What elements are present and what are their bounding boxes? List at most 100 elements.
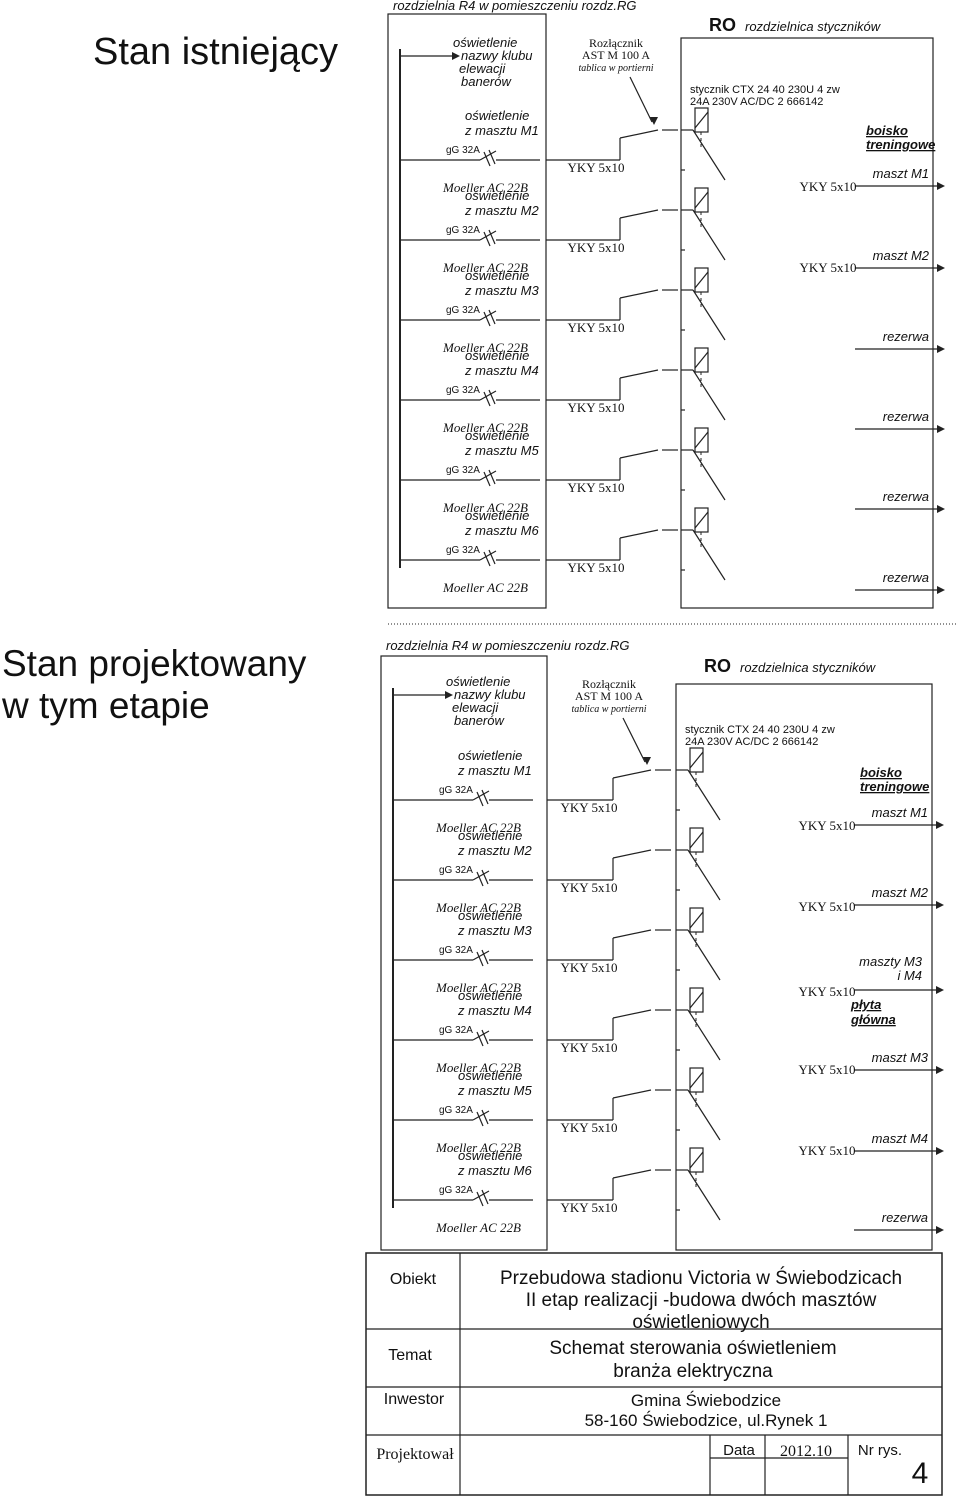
coil-slash	[694, 191, 709, 209]
output-cable-type: YKY 5x10	[799, 984, 856, 999]
obiekt-value: oświetleniowych	[632, 1312, 769, 1333]
cable-type: YKY 5x10	[568, 320, 625, 335]
output-target-label: maszt M3	[872, 1050, 929, 1065]
r4-header-label: elewacji	[459, 61, 506, 76]
disconnector-label: AST M 100 A	[575, 689, 643, 703]
arrow-head	[643, 757, 651, 765]
breaker-cross	[483, 391, 491, 407]
disconnector-arrow	[629, 76, 653, 123]
output-target-label: rezerwa	[883, 409, 929, 424]
fuse-rating: gG 32A	[446, 465, 480, 476]
contactor-contact	[687, 929, 721, 981]
r4-panel-box	[380, 655, 548, 1251]
breaker-contact	[479, 390, 497, 401]
output-target-label: maszt M1	[873, 166, 929, 181]
extra-label: płyta	[850, 997, 881, 1012]
cable-type: YKY 5x10	[561, 960, 618, 975]
breaker-model: Moeller AC 22B	[442, 260, 528, 275]
output-row: rezerwa	[855, 409, 945, 433]
circuit-label: oświetlenie	[458, 988, 522, 1003]
arrow-head	[650, 117, 658, 125]
breaker-cross	[481, 1109, 489, 1125]
r4-header-label: banerów	[454, 713, 505, 728]
output-cable-type: YKY 5x10	[799, 1143, 856, 1158]
output-target-label: maszty M3	[859, 954, 923, 969]
fuse-rating: gG 32A	[439, 785, 473, 796]
breaker-model: Moeller AC 22B	[435, 820, 521, 835]
arrow-head	[937, 264, 945, 272]
breaker-cross	[476, 871, 484, 887]
fuse-rating: gG 32A	[439, 1025, 473, 1036]
arrow-head	[936, 1147, 944, 1155]
output-target-label: rezerwa	[882, 1210, 928, 1225]
data-label: Data	[723, 1442, 755, 1459]
r4-panel-box	[387, 13, 547, 609]
contactor-contact	[687, 769, 721, 821]
output-row: rezerwa	[855, 570, 945, 594]
breaker-cross	[476, 1111, 484, 1127]
disconnector-label: tablica w portierni	[572, 704, 647, 715]
output-target-label: maszt M4	[872, 1131, 928, 1146]
circuit-label: oświetlenie	[458, 1068, 522, 1083]
breaker-cross	[483, 551, 491, 567]
fuse-rating: gG 32A	[439, 945, 473, 956]
contactor-contact	[687, 1169, 721, 1221]
circuit-label: oświetlenie	[465, 348, 529, 363]
breaker-cross	[476, 951, 484, 967]
breaker-cross	[488, 469, 496, 485]
r4-panel-title: rozdzielnia R4 w pomieszczeniu rozdz.RG	[393, 0, 636, 13]
cable-type: YKY 5x10	[561, 1200, 618, 1215]
state-title: w tym etapie	[1, 685, 210, 726]
switch-contact	[619, 129, 659, 139]
disconnector-label: AST M 100 A	[582, 48, 650, 62]
breaker-cross	[481, 1029, 489, 1045]
breaker-cross	[488, 389, 496, 405]
breaker-cross	[488, 309, 496, 325]
breaker-cross	[488, 549, 496, 565]
arrow-head	[937, 586, 945, 594]
circuit-label: z masztu M4	[464, 363, 539, 378]
breaker-contact	[479, 470, 497, 481]
switch-contact	[612, 929, 652, 939]
breaker-cross	[476, 1031, 484, 1047]
circuit-label: z masztu M6	[464, 523, 539, 538]
cable-type: YKY 5x10	[561, 880, 618, 895]
coil-slash	[689, 991, 704, 1009]
circuit-label: z masztu M1	[464, 123, 539, 138]
inwestor-value: Gmina Świebodzice	[631, 1391, 781, 1410]
ro-panel-subtitle: rozdzielnica styczników	[740, 660, 877, 675]
output-cable-type: YKY 5x10	[800, 260, 857, 275]
drawing-number-label: Nr rys.	[858, 1442, 902, 1459]
drawing-number-value: 4	[912, 1457, 929, 1490]
breaker-model: Moeller AC 22B	[435, 1140, 521, 1155]
output-cable-type: YKY 5x10	[799, 818, 856, 833]
temat-value: branża elektryczna	[613, 1361, 773, 1382]
circuit-label: z masztu M2	[464, 203, 539, 218]
disconnector-label: Rozłącznik	[589, 36, 643, 50]
coil-slash	[689, 751, 704, 769]
obiekt-value: Przebudowa stadionu Victoria w Świebodzi…	[500, 1267, 902, 1289]
breaker-cross	[476, 1191, 484, 1207]
breaker-model: Moeller AC 22B	[435, 900, 521, 915]
cable-type: YKY 5x10	[568, 560, 625, 575]
inwestor-label: Inwestor	[384, 1391, 445, 1408]
arrow-head	[936, 1066, 944, 1074]
output-row: rezerwa	[855, 329, 945, 353]
cable-type: YKY 5x10	[568, 400, 625, 415]
coil-slash	[694, 431, 709, 449]
inwestor-value: 58-160 Świebodzice, ul.Rynek 1	[585, 1411, 828, 1430]
obiekt-value: II etap realizacji -budowa dwóch masztów	[526, 1290, 877, 1311]
